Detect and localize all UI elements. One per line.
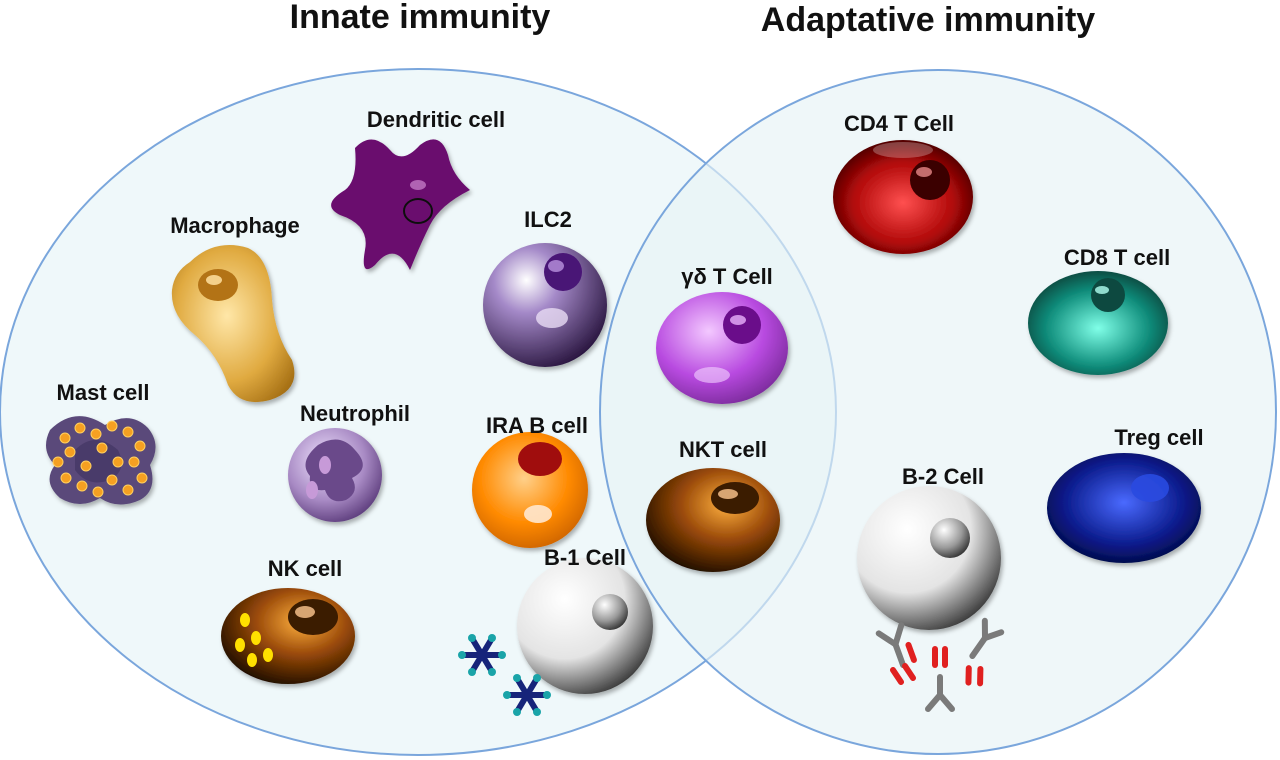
- b2-cell-label: B-2 Cell: [902, 464, 984, 489]
- treg-cell-label: Treg cell: [1114, 425, 1203, 450]
- nkt-cell-label: NKT cell: [679, 437, 767, 462]
- nk-cell-label: NK cell: [268, 556, 343, 581]
- mast-cell-granules: [52, 420, 148, 498]
- macrophage-cell: [171, 245, 295, 403]
- cd4-t-cell-label: CD4 T Cell: [844, 111, 954, 136]
- gamma-delta-t-cell: [656, 292, 788, 404]
- ira-b-cell-label: IRA B cell: [486, 413, 588, 438]
- ira-b-cell: [472, 432, 588, 548]
- ilc2-label: ILC2: [524, 207, 572, 232]
- nkt-cell: [646, 468, 780, 572]
- adaptive-circle: [599, 69, 1277, 755]
- cd8-t-cell: [1028, 271, 1168, 375]
- ilc2-cell: [483, 243, 607, 367]
- cd4-t-cell: [833, 140, 973, 254]
- gamma-delta-t-cell-label: γδ T Cell: [681, 264, 773, 289]
- nk-cell: [221, 588, 355, 684]
- nk-cell-granules: [235, 613, 273, 667]
- cd8-t-cell-label: CD8 T cell: [1064, 245, 1170, 270]
- macrophage-label: Macrophage: [170, 213, 300, 238]
- innate-immunity-title: Innate immunity: [290, 0, 551, 36]
- b2-cell: [857, 486, 1001, 630]
- b1-cell-label: B-1 Cell: [544, 545, 626, 570]
- adaptive-immunity-title: Adaptative immunity: [761, 1, 1095, 39]
- antibody-icon: [875, 617, 1005, 712]
- neutrophil-label: Neutrophil: [300, 401, 410, 426]
- dendritic-cell: [331, 139, 470, 270]
- b1-cell: [517, 558, 653, 694]
- mast-cell-label: Mast cell: [57, 380, 150, 405]
- mast-cell: [46, 416, 156, 505]
- neutrophil-cell: [288, 428, 382, 522]
- antigen-icon: [458, 634, 551, 716]
- treg-cell: [1047, 453, 1201, 563]
- dendritic-cell-label: Dendritic cell: [367, 107, 505, 132]
